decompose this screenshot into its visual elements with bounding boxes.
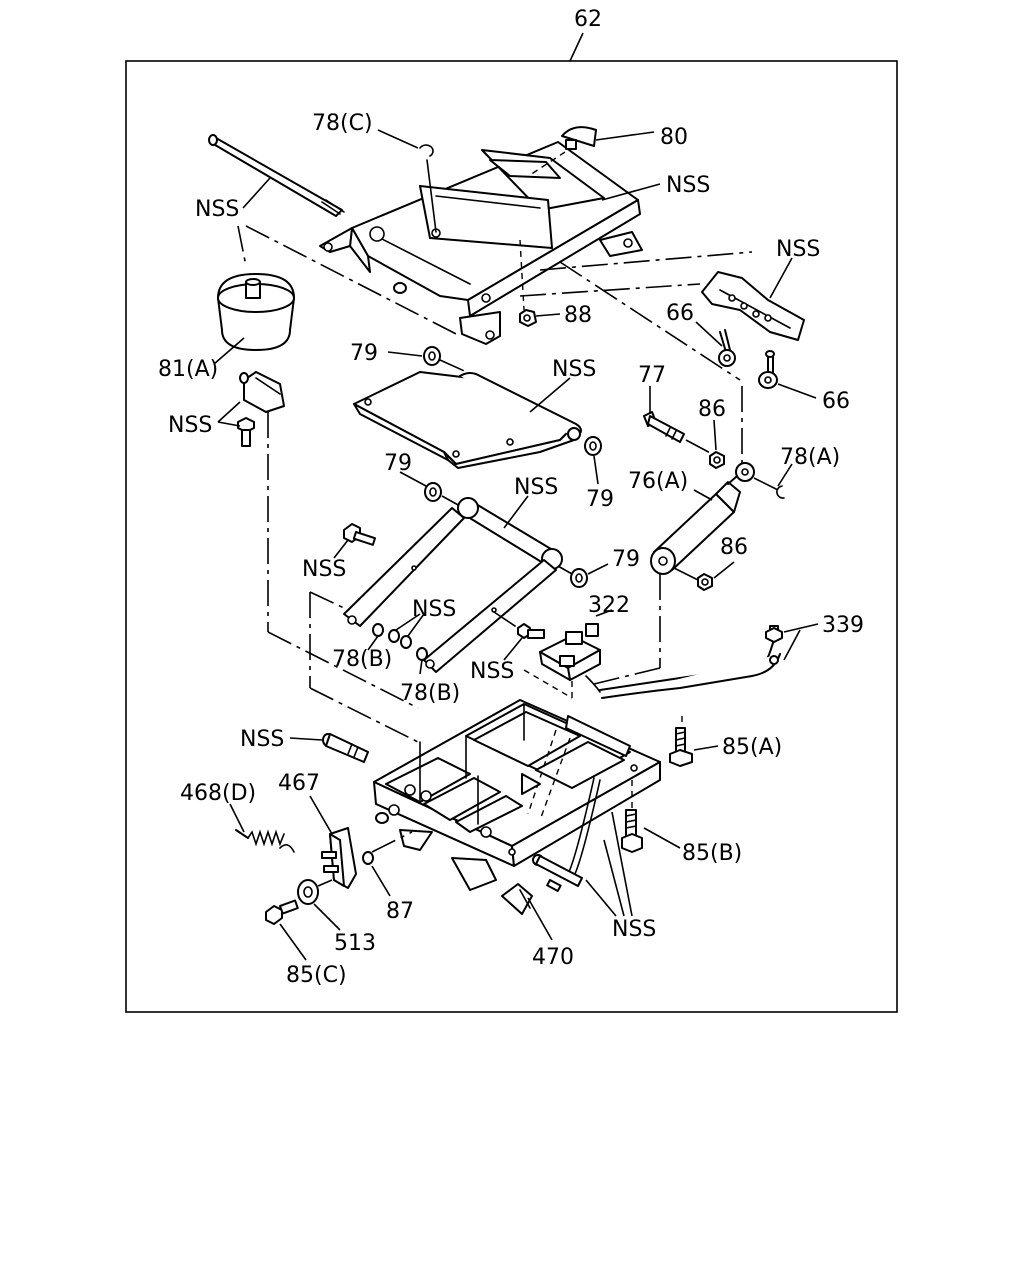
pivot-stud [375,812,389,824]
nut-86-lower [697,573,713,591]
clip-78a-icon [776,485,785,499]
washer-79-top [423,346,441,366]
small-parts-78b [372,623,428,661]
label-339: 339 [822,613,864,638]
air-spring-81a [217,273,295,351]
upper-arm [353,371,582,469]
washer-79-right-upper [584,436,602,456]
label-78b-left: 78(B) [332,647,392,672]
label-nss-bolt-left: NSS [302,557,346,582]
lower-arm [343,497,563,673]
clip-470 [501,883,533,915]
fitting-339 [765,625,783,665]
valve-322 [539,623,601,681]
label-nss-small-parts: NSS [412,597,456,622]
bolt-nss-left [343,523,377,546]
label-nss-lower-arm: NSS [514,475,558,500]
screw-left [237,417,255,447]
label-85b: 85(B) [682,841,742,866]
clip-78c-icon [419,144,434,157]
damper-76a [650,462,755,575]
washer-79-right-lower [570,568,588,588]
label-467: 467 [278,771,320,796]
screw-valve [517,623,545,639]
label-nss-valve: NSS [470,659,514,684]
upper-frame [319,141,643,345]
label-nss-bottom: NSS [612,917,656,942]
label-86-upper: 86 [698,397,726,422]
lever-467 [321,827,357,889]
label-85c: 85(C) [286,963,347,988]
label-77: 77 [638,363,666,388]
label-468d: 468(D) [180,781,256,806]
pin-66-lower [758,350,778,389]
label-79-right-lower: 79 [612,547,640,572]
label-86-lower: 86 [720,535,748,560]
nut-88 [519,309,537,327]
label-85a: 85(A) [722,735,782,760]
label-322: 322 [588,593,630,618]
label-470: 470 [532,945,574,970]
spring-468d [235,829,295,853]
label-nss-pin: NSS [240,727,284,752]
label-assembly-62: 62 [574,7,602,32]
base-frame [373,699,661,891]
label-80: 80 [660,125,688,150]
label-66-lower: 66 [822,389,850,414]
label-76a: 76(A) [628,469,688,494]
label-88: 88 [564,303,592,328]
pin-nss-left [322,733,369,763]
clip-bracket-left [239,371,285,413]
label-87: 87 [386,899,414,924]
air-hose [585,639,781,699]
label-79-top: 79 [350,341,378,366]
label-nss-bracket-right: NSS [776,237,820,262]
pins-bottom [532,854,583,892]
bolt-85c [265,899,299,925]
bolt-85a [669,727,693,767]
label-nss-clip: NSS [168,413,212,438]
label-nss-upper-arm: NSS [552,357,596,382]
washer-513 [297,879,319,905]
label-78c: 78(C) [312,111,373,136]
nut-86-upper [709,451,725,469]
pin-66-upper [718,329,736,367]
bolt-77 [643,411,685,443]
ring-87 [362,851,374,865]
label-513: 513 [334,931,376,956]
label-81a: 81(A) [158,357,218,382]
label-79-left: 79 [384,451,412,476]
washer-79-left [424,482,442,502]
cap-80 [561,126,597,150]
bolt-85b [621,809,643,853]
label-nss-rod: NSS [195,197,239,222]
label-79-right-upper: 79 [586,487,614,512]
label-nss-top-right: NSS [666,173,710,198]
label-78b-right: 78(B) [400,681,460,706]
bracket-right [701,271,805,341]
label-66-upper: 66 [666,301,694,326]
label-78a: 78(A) [780,445,840,470]
diagram-frame [125,60,898,1013]
long-rod [208,134,345,217]
